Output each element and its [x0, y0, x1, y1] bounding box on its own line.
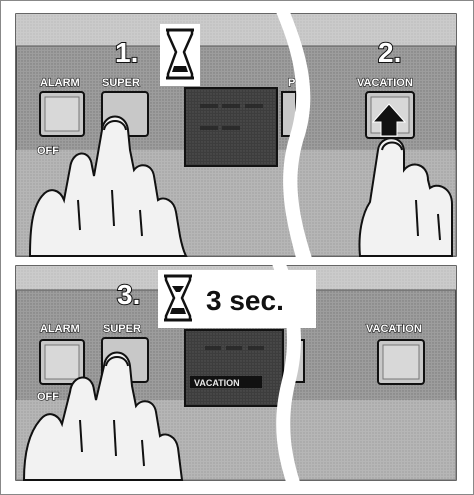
- off-label: OFF: [37, 145, 59, 157]
- alarm-label: ALARM: [40, 77, 80, 89]
- step-2-label: 2.: [378, 37, 401, 68]
- panel-top: ALARM OFF SUPER P VACATION 1. 2.: [16, 12, 456, 258]
- display-window: [185, 330, 283, 406]
- super-label: SUPER: [102, 77, 140, 89]
- alarm-label: ALARM: [40, 323, 80, 335]
- display-vacation-text: VACATION: [194, 378, 240, 388]
- vacation-label: VACATION: [357, 77, 413, 89]
- partial-label: P: [288, 77, 295, 89]
- panel-bottom: VACATION ALARM OFF SUPER VACATION 3.: [16, 264, 456, 482]
- step-1-label: 1.: [115, 37, 138, 68]
- vacation-label: VACATION: [366, 323, 422, 335]
- hourglass-icon: [160, 24, 200, 86]
- step-3-label: 3.: [117, 279, 140, 310]
- off-label: OFF: [37, 391, 59, 403]
- hold-time-text: 3 sec.: [206, 285, 284, 316]
- super-label: SUPER: [103, 323, 141, 335]
